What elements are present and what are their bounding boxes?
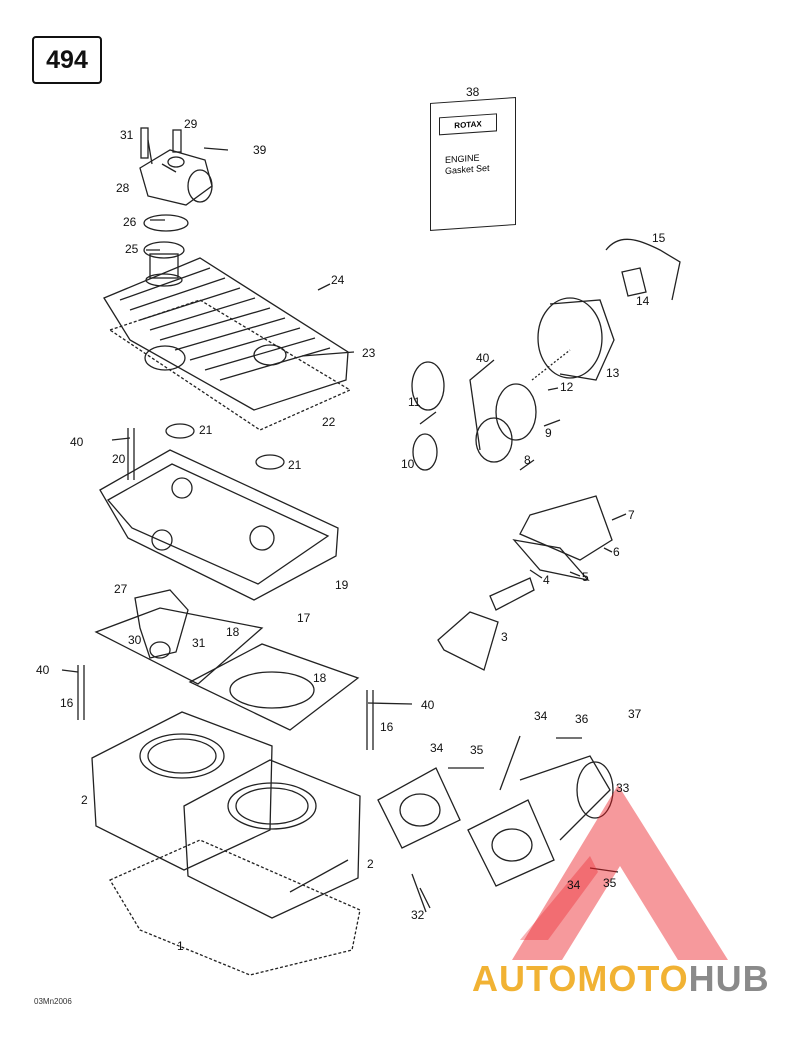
spring-12 bbox=[531, 349, 571, 381]
callout-24: 24 bbox=[331, 273, 345, 287]
callout-6: 6 bbox=[613, 545, 620, 559]
callout-4: 4 bbox=[543, 573, 550, 587]
callout-28: 28 bbox=[116, 181, 130, 195]
callout-15: 15 bbox=[652, 231, 666, 245]
callout-3: 3 bbox=[501, 630, 508, 644]
rotax-brand: ROTAX bbox=[439, 113, 497, 136]
callout-11: 11 bbox=[408, 395, 421, 409]
watermark-logo bbox=[512, 785, 728, 960]
callout-5: 5 bbox=[582, 570, 589, 584]
valve-housing-13 bbox=[537, 297, 615, 381]
callout-8: 8 bbox=[524, 453, 531, 467]
callout-1: 1 bbox=[177, 939, 184, 953]
callout-23: 23 bbox=[362, 346, 376, 360]
callout-2b: 2 bbox=[367, 857, 374, 871]
valve-base-6 bbox=[519, 495, 613, 561]
callout-36: 36 bbox=[575, 712, 589, 726]
callout-31b: 31 bbox=[192, 636, 206, 650]
head-gasket-left bbox=[94, 607, 264, 685]
stud-16-right bbox=[366, 690, 374, 750]
base-gasket bbox=[109, 839, 361, 976]
bolt-35b bbox=[589, 867, 619, 873]
watermark-part1: AUTOMOTO bbox=[472, 958, 689, 999]
callout-14: 14 bbox=[636, 294, 650, 308]
callout-16a: 16 bbox=[60, 696, 74, 710]
water-outlet bbox=[134, 589, 189, 659]
spring-clip-15 bbox=[605, 238, 681, 301]
callout-35b: 35 bbox=[603, 876, 617, 890]
callout-17: 17 bbox=[297, 611, 311, 625]
o-ring-11 bbox=[411, 361, 445, 411]
callout-29: 29 bbox=[184, 117, 198, 131]
callout-9: 9 bbox=[545, 426, 552, 440]
page-number-box: 494 bbox=[32, 36, 102, 84]
callout-25: 25 bbox=[125, 242, 139, 256]
callout-40d: 40 bbox=[476, 351, 490, 365]
callout-22: 22 bbox=[322, 415, 336, 429]
page-number: 494 bbox=[46, 45, 88, 74]
callout-33: 33 bbox=[616, 781, 630, 795]
callout-21b: 21 bbox=[288, 458, 302, 472]
cylinder-head-cover bbox=[103, 257, 349, 411]
callout-13: 13 bbox=[606, 366, 620, 380]
callout-37: 37 bbox=[628, 707, 642, 721]
callout-12: 12 bbox=[560, 380, 574, 394]
cylinder-right bbox=[183, 759, 361, 919]
callout-38: 38 bbox=[466, 85, 480, 99]
thermostat bbox=[143, 241, 185, 287]
callout-20: 20 bbox=[112, 452, 126, 466]
callout-18a: 18 bbox=[226, 625, 240, 639]
o-ring-26 bbox=[143, 214, 189, 232]
drawing-code: 03Mn2006 bbox=[34, 997, 72, 1006]
o-ring-21b bbox=[255, 454, 285, 470]
watermark-part2: HUB bbox=[688, 958, 770, 999]
callout-34b: 34 bbox=[430, 741, 444, 755]
valve-slide-shaft bbox=[489, 577, 535, 611]
o-ring-21a bbox=[165, 423, 195, 439]
bolt-20 bbox=[127, 428, 135, 480]
callout-39: 39 bbox=[253, 143, 267, 157]
callout-31: 31 bbox=[120, 128, 134, 142]
cylinder-left bbox=[91, 711, 273, 871]
callout-26: 26 bbox=[123, 215, 137, 229]
callout-10: 10 bbox=[401, 457, 415, 471]
cap-14 bbox=[621, 267, 647, 297]
watermark-text: AUTOMOTOHUB bbox=[472, 958, 770, 1000]
o-ring-10 bbox=[412, 433, 438, 471]
thermostat-housing bbox=[139, 127, 213, 206]
callout-40a: 40 bbox=[70, 435, 84, 449]
callout-21a: 21 bbox=[199, 423, 213, 437]
piston-8 bbox=[475, 417, 513, 463]
callout-27: 27 bbox=[114, 582, 128, 596]
callout-18b: 18 bbox=[313, 671, 327, 685]
callout-34c: 34 bbox=[567, 878, 581, 892]
callout-16b: 16 bbox=[380, 720, 394, 734]
exhaust-manifold bbox=[377, 755, 614, 887]
callout-32: 32 bbox=[411, 908, 425, 922]
gasket-5 bbox=[512, 539, 590, 582]
gasket-set-line2: Gasket Set bbox=[445, 162, 490, 176]
callout-30: 30 bbox=[128, 633, 142, 647]
callout-35a: 35 bbox=[470, 743, 484, 757]
callout-34a: 34 bbox=[534, 709, 548, 723]
cylinder-head bbox=[99, 449, 339, 601]
callout-19: 19 bbox=[335, 578, 349, 592]
callout-2a: 2 bbox=[81, 793, 88, 807]
callout-40b: 40 bbox=[36, 663, 50, 677]
head-gasket-right bbox=[188, 643, 360, 731]
callout-40c: 40 bbox=[421, 698, 435, 712]
gasket-set-card: ROTAX ENGINE Gasket Set bbox=[430, 96, 516, 232]
callout-7: 7 bbox=[628, 508, 635, 522]
stud-16-left bbox=[77, 665, 85, 720]
bellows-9 bbox=[495, 383, 537, 441]
valve-slide-3 bbox=[437, 611, 499, 671]
